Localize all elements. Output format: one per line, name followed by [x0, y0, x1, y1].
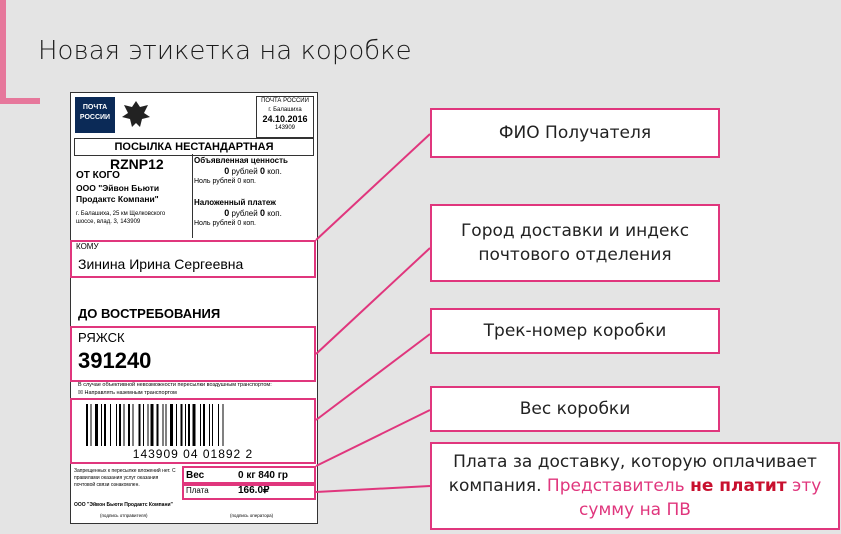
transport-note: В случае объективной невозможности перес… — [78, 382, 272, 396]
barcode-bar — [162, 404, 164, 446]
barcode-bar — [165, 404, 167, 446]
highlight-price — [182, 484, 316, 500]
to-label: КОМУ — [76, 242, 99, 251]
barcode-bar — [119, 404, 121, 446]
callout-tracking: Трек-номер коробки — [430, 308, 720, 354]
from-code: RZNP12 — [110, 156, 164, 172]
barcode-bar — [156, 404, 159, 446]
barcode-bar — [150, 404, 154, 446]
barcode-bar — [101, 404, 102, 446]
highlight-city-index — [70, 326, 316, 382]
from-label: ОТ КОГО — [76, 170, 120, 181]
company-footer: ООО "Эйвон Бьюти Продактс Компани" — [74, 502, 173, 508]
barcode-bar — [185, 404, 186, 446]
post-type: ДО ВОСТРЕБОВАНИЯ — [78, 306, 221, 321]
barcode-bar — [209, 404, 210, 446]
highlight-barcode — [70, 398, 316, 464]
price-value: 166.0₽ — [238, 485, 270, 496]
barcode-bar — [222, 404, 224, 446]
slide-title: Новая этикетка на коробке — [38, 36, 412, 66]
callout-payment: Плата за доставку, которую оплачивает ко… — [430, 442, 840, 530]
callout-weight: Вес коробки — [430, 386, 720, 432]
recipient-name: Зинина Ирина Сергеевна — [78, 256, 244, 272]
highlight-recipient — [70, 240, 316, 278]
sender-name: ООО "Эйвон Бьюти Продактс Компани" — [76, 183, 160, 204]
barcode-bar — [180, 404, 183, 446]
barcode — [86, 404, 224, 446]
barcode-bar — [128, 404, 130, 446]
weight-value: 0 кг 840 гр — [238, 470, 289, 481]
postal-index: 391240 — [78, 348, 152, 373]
barcode-bar — [147, 404, 149, 446]
highlight-weight — [182, 466, 316, 484]
footnote: Запрещенных к пересылке вложений нет. С … — [74, 468, 176, 488]
barcode-bar — [90, 404, 92, 446]
slide-accent-bar-vertical — [0, 0, 6, 104]
barcode-bar — [143, 404, 144, 446]
parcel-type: ПОСЫЛКА НЕСТАНДАРТНАЯ — [74, 138, 314, 156]
barcode-bar — [192, 404, 196, 446]
shipping-label — [70, 92, 318, 524]
sender-signature: (подпись отправителя) — [100, 513, 148, 518]
post-stamp: ПОЧТА РОССИИ г. Балашиха 24.10.2016 1439… — [256, 96, 314, 138]
barcode-bar — [138, 404, 141, 446]
price-label: Плата — [186, 486, 209, 495]
delivery-city: РЯЖСК — [78, 330, 125, 345]
barcode-bar — [95, 404, 98, 446]
sender-address: г. Балашиха, 25 км Щелковского шоссе, вл… — [76, 211, 166, 225]
eagle-emblem-icon — [122, 101, 150, 127]
barcode-bar — [218, 404, 219, 446]
barcode-bar — [188, 404, 190, 446]
barcode-bar — [110, 404, 111, 446]
barcode-bar — [212, 404, 213, 446]
callout-recipient: ФИО Получателя — [430, 108, 720, 158]
weight-label: Вес — [186, 470, 205, 481]
slide-accent-bar-horizontal — [0, 98, 40, 104]
cod-box: Наложенный платеж 0 рублей 0 коп. Ноль р… — [194, 198, 282, 227]
operator-signature: (подпись оператора) — [230, 513, 274, 518]
barcode-bar — [170, 404, 173, 446]
barcode-bar — [104, 404, 106, 446]
label-divider — [192, 154, 193, 238]
barcode-bar — [86, 404, 88, 446]
callout-city-index: Город доставки и индекс почтового отделе… — [430, 204, 720, 282]
barcode-bar — [116, 404, 117, 446]
barcode-bar — [123, 404, 125, 446]
barcode-bar — [176, 404, 177, 446]
barcode-bar — [132, 404, 134, 446]
tracking-number: 143909 04 01892 2 — [132, 447, 254, 461]
declared-value-box: Объявленная ценность 0 рублей 0 коп. Нол… — [194, 156, 288, 185]
barcode-bar — [203, 404, 205, 446]
barcode-bar — [200, 404, 201, 446]
